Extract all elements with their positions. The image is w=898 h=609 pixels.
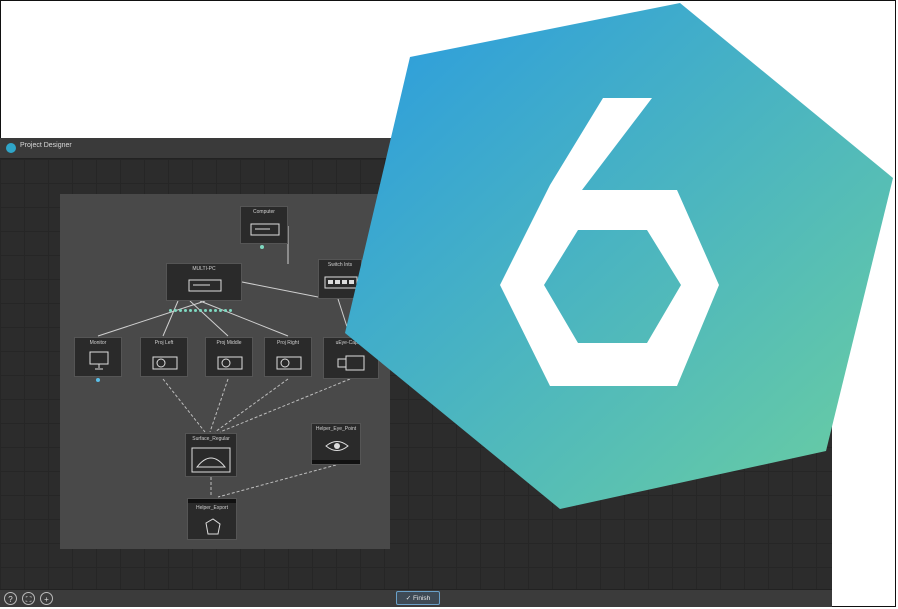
node-surface[interactable]: Surface_Regular (185, 433, 237, 477)
finish-label: Finish (412, 595, 431, 602)
export-icon (205, 518, 221, 535)
wire-dashed-1 (162, 378, 206, 433)
status-bar: ? ⛶ + ✓ Finish (0, 589, 832, 607)
help-button[interactable]: ? (4, 592, 17, 605)
wire-proj-middle (189, 300, 229, 337)
app-logo-icon (6, 143, 16, 153)
node-surface-label: Surface_Regular (192, 436, 230, 442)
monitor-port[interactable] (96, 378, 100, 382)
computer-icon (250, 223, 280, 236)
computer-port[interactable] (260, 245, 264, 249)
node-proj-left-label: Proj Left (154, 340, 174, 346)
surface-icon (191, 447, 231, 473)
wire-proj-right (199, 300, 289, 337)
node-monitor-label: Monitor (89, 340, 107, 346)
node-helper-export[interactable]: Helper_Export (187, 498, 237, 540)
node-proj-left[interactable]: Proj Left (140, 337, 188, 377)
version-6-logo (345, 3, 893, 509)
camera-icon (337, 355, 365, 371)
wire-proj-left (162, 300, 179, 337)
fit-view-button[interactable]: ⛶ (22, 592, 35, 605)
projector-icon (152, 356, 178, 370)
wire-dashed-4 (219, 378, 351, 433)
wire-monitor (97, 300, 206, 337)
node-monitor[interactable]: Monitor (74, 337, 122, 377)
node-proj-middle-label: Proj Middle (216, 340, 242, 346)
server-icon (188, 279, 222, 292)
wire-dashed-3 (214, 378, 289, 433)
node-proj-right[interactable]: Proj Right (264, 337, 312, 377)
node-helper-export-label: Helper_Export (196, 505, 228, 511)
node-computer-label: Computer (253, 209, 275, 215)
monitor-icon (89, 351, 109, 370)
finish-button[interactable]: ✓ Finish (396, 591, 440, 605)
node-capture-label: uEye-Capture (335, 340, 367, 346)
node-switch-label: Switch Ints (327, 262, 353, 268)
wire-dashed-2 (209, 378, 229, 433)
projector-icon (217, 356, 243, 370)
window-title: Project Designer (20, 142, 72, 149)
node-multi-pc[interactable]: MULTI-PC (166, 263, 242, 312)
multi-pc-ports[interactable] (169, 299, 234, 312)
hexagon-shape (345, 3, 893, 509)
add-button[interactable]: + (40, 592, 53, 605)
wire-switch (236, 280, 319, 298)
node-proj-middle[interactable]: Proj Middle (205, 337, 253, 377)
projector-icon (276, 356, 302, 370)
six-glyph (500, 98, 719, 386)
node-helper-eye[interactable]: Helper_Eye_Point (311, 423, 361, 465)
node-multi-pc-label: MULTI-PC (192, 266, 216, 272)
eye-icon (325, 441, 349, 451)
node-helper-eye-label: Helper_Eye_Point (315, 426, 357, 432)
node-computer[interactable]: Computer (240, 206, 288, 244)
node-proj-right-label: Proj Right (277, 340, 299, 346)
wire-dashed-6 (217, 464, 337, 498)
